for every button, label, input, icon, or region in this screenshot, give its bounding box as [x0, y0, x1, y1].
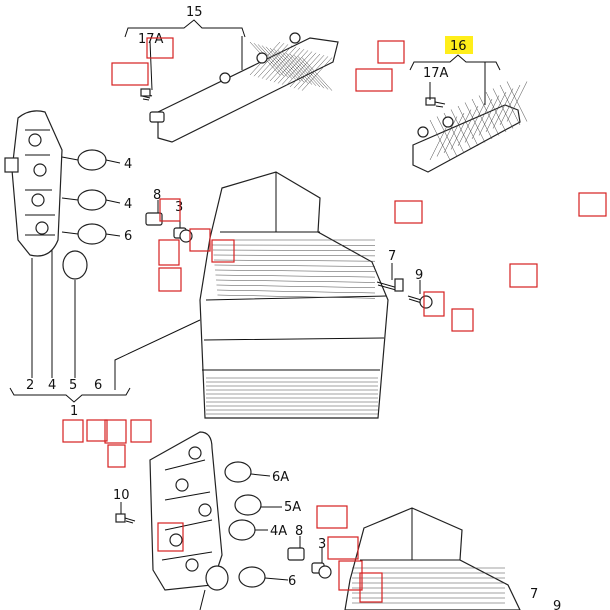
callout-6-lower: 6: [94, 378, 102, 393]
hotspot-housing-right[interactable]: [394, 200, 423, 224]
hotspot-group-1d[interactable]: [130, 419, 152, 443]
callout-16-highlight: [445, 36, 473, 54]
hotspot-3-lower[interactable]: [327, 536, 359, 560]
hotspot-group-1e[interactable]: [107, 444, 126, 468]
callout-9-upper: 9: [415, 268, 423, 283]
hotspots: [62, 37, 607, 603]
callout-6a: 6A: [272, 470, 289, 485]
hotspot-16-left[interactable]: [355, 68, 393, 92]
hotspot-3-upper[interactable]: [189, 228, 211, 252]
hotspot-17a-left[interactable]: [146, 37, 174, 59]
hotspot-8-lower[interactable]: [158, 239, 180, 266]
callout-9-lower: 9: [553, 599, 561, 610]
callout-10: 10: [113, 488, 130, 503]
side-marker-light: [412, 81, 528, 173]
hotspot-group-1c[interactable]: [104, 419, 127, 444]
hotspot-lower-carrier[interactable]: [157, 522, 184, 552]
callout-17a-right: 17A: [423, 66, 449, 81]
callout-4-lower: 4: [48, 378, 56, 393]
callout-15-bracket: [124, 19, 246, 91]
hotspot-15-bulbs[interactable]: [111, 62, 149, 86]
fasteners-right: [376, 263, 433, 309]
callout-16: 16: [450, 39, 467, 54]
callout-1-bracket: [9, 250, 201, 403]
bulb-carrier-upper: [4, 110, 121, 280]
hotspot-fastener-3[interactable]: [158, 267, 182, 292]
callout-4-upper: 4: [124, 157, 132, 172]
hotspot-housing-seal[interactable]: [211, 239, 235, 263]
hotspot-9-upper[interactable]: [423, 291, 445, 317]
callout-6-low: 6: [288, 574, 296, 589]
callout-8-upper: 8: [153, 188, 161, 203]
hotspot-3-lower-top[interactable]: [316, 505, 348, 529]
fasteners-lower: [287, 536, 332, 579]
bulb-carrier-lower: [149, 431, 289, 610]
callout-4-middle: 4: [124, 197, 132, 212]
callout-5: 5: [69, 378, 77, 393]
hotspot-lower-seal[interactable]: [359, 572, 383, 603]
hotspot-group-1a[interactable]: [62, 419, 84, 443]
hotspot-9-nut[interactable]: [451, 308, 474, 332]
callout-7-lower: 7: [530, 587, 538, 602]
hotspot-right-edge[interactable]: [509, 263, 538, 288]
callout-3-upper: 3: [175, 200, 183, 215]
callout-15: 15: [186, 5, 203, 20]
callout-1: 1: [70, 404, 78, 419]
callout-5a: 5A: [284, 500, 301, 515]
hotspot-group-1b[interactable]: [86, 419, 108, 442]
callout-2: 2: [26, 378, 34, 393]
screw-10: [115, 502, 136, 524]
tail-light-housing: [199, 171, 389, 419]
callout-16-bracket: [409, 54, 501, 105]
hotspot-16-top[interactable]: [377, 40, 405, 64]
hotspot-far-right[interactable]: [578, 192, 607, 217]
callout-8-lower: 8: [295, 524, 303, 539]
callout-4a: 4A: [270, 524, 287, 539]
hotspot-8-upper[interactable]: [159, 198, 181, 222]
callout-6-middle: 6: [124, 229, 132, 244]
tail-light-housing-lower: [344, 507, 521, 610]
callout-7-upper: 7: [388, 249, 396, 264]
callout-3-lower: 3: [318, 537, 326, 552]
hotspot-lower-fastener[interactable]: [338, 560, 363, 591]
callout-17a-left: 17A: [138, 32, 164, 47]
third-brake-light: [140, 32, 339, 143]
